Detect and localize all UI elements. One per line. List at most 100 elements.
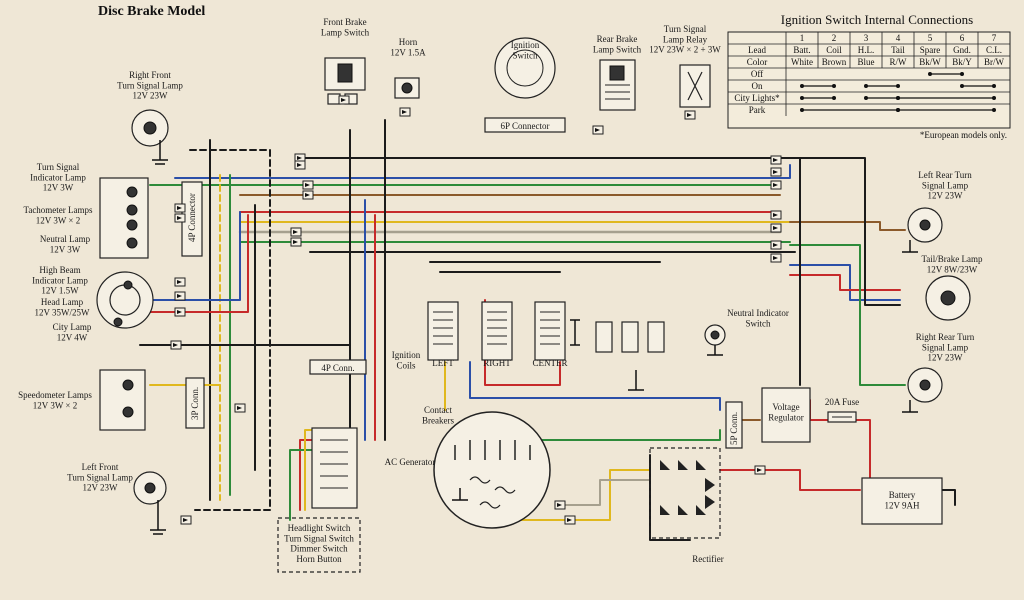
table-color-cell: R/W — [890, 57, 908, 67]
diode-icons-top — [660, 460, 706, 470]
connector-arrow-icon — [293, 230, 298, 234]
tacho-bulb-2-icon — [126, 219, 138, 231]
ignition-coils — [427, 301, 665, 391]
neutral-bulb-icon — [126, 237, 138, 249]
ac-generator — [433, 411, 551, 529]
label-coil-center: CENTER — [533, 358, 568, 368]
connector-arrow-icon — [177, 206, 182, 210]
wire-red-rectifier — [719, 469, 861, 491]
ground-icon — [452, 488, 468, 501]
bulb-icon — [940, 290, 956, 306]
wire-blue-headlamp — [139, 211, 241, 301]
ignition-switch-icon — [494, 37, 556, 99]
coil-center — [534, 301, 566, 361]
label-fuse: 20A Fuse — [825, 397, 859, 407]
wire-blue-top — [174, 164, 791, 179]
connector-arrow-icon — [297, 163, 302, 167]
speedo-housing — [99, 369, 146, 431]
ground-icon — [902, 240, 918, 253]
regulator-box — [761, 387, 811, 443]
table-col-number: 3 — [864, 33, 869, 43]
wire-yellow-charge — [514, 469, 651, 521]
table-connection-dot — [992, 96, 996, 100]
speedometer-lamps: 3P Conn. — [99, 369, 205, 431]
connector-arrow-icon — [293, 240, 298, 244]
table-color-cell: Bk/W — [919, 57, 941, 67]
ground-icon — [628, 370, 644, 391]
table-connection-dot — [928, 72, 932, 76]
table-footnote: *European models only. — [920, 130, 1007, 140]
table-connection-dot — [864, 84, 868, 88]
connector-arrow-icon — [402, 110, 407, 114]
table-color-label: Color — [747, 57, 768, 67]
table-row-label: On — [752, 81, 763, 91]
wire-black-rectifier-ground — [649, 454, 691, 541]
six-p-connector-label: 6P Connector — [501, 121, 550, 131]
turn-signal-relay — [679, 64, 711, 108]
wire-green-rear — [789, 244, 906, 386]
speedo-bulb-1-icon — [122, 379, 134, 391]
connector-arrow-icon — [757, 468, 762, 472]
generator-housing-icon — [433, 411, 551, 529]
spark-plug-cap-3 — [647, 321, 665, 353]
spark-plug-cap-1 — [595, 321, 613, 353]
connector-arrow-icon — [595, 128, 600, 132]
connector-arrow-icon — [773, 158, 778, 162]
bulb-icon — [143, 121, 157, 135]
table-connection-dot — [832, 84, 836, 88]
table-connection-dot — [800, 84, 804, 88]
connector-arrow-icon — [773, 243, 778, 247]
switch-label-box — [277, 517, 361, 573]
horn — [394, 77, 420, 99]
neutral-indicator-switch — [704, 324, 726, 356]
table-lead-cell: Tail — [891, 45, 905, 55]
ground-icon — [707, 345, 723, 356]
fuse — [827, 411, 857, 423]
table-lead-cell: Batt. — [793, 45, 810, 55]
connector-arrow-icon — [237, 406, 242, 410]
instrument-cluster: 4P Connector — [99, 177, 203, 259]
coil-right — [481, 301, 513, 361]
diode-icons-side — [705, 478, 715, 509]
wire-black-battery-ground — [939, 489, 956, 506]
table-lead-cell: C.L. — [986, 45, 1002, 55]
ground-icon — [902, 400, 918, 413]
connector-arrow-icon — [773, 170, 778, 174]
table-color-cell: Bk/Y — [952, 57, 972, 67]
inline-connectors — [170, 95, 782, 525]
connector-arrow-icon — [297, 156, 302, 160]
label-rectifier: Rectifier — [692, 554, 723, 564]
table-row-label: Off — [751, 69, 763, 79]
table-connection-dot — [992, 108, 996, 112]
table-connection-dot — [832, 96, 836, 100]
bulb-icon — [919, 379, 931, 391]
table-connection-dot — [960, 84, 964, 88]
tail-brake-lamp — [925, 275, 971, 321]
tacho-bulb-1-icon — [126, 204, 138, 216]
table-connection-dot — [800, 108, 804, 112]
connector-arrow-icon — [773, 256, 778, 260]
table-col-number: 4 — [896, 33, 901, 43]
six-p-connector-block — [484, 117, 566, 133]
spark-plug-cap-2 — [621, 321, 639, 353]
connector-arrow-icon — [177, 216, 182, 220]
